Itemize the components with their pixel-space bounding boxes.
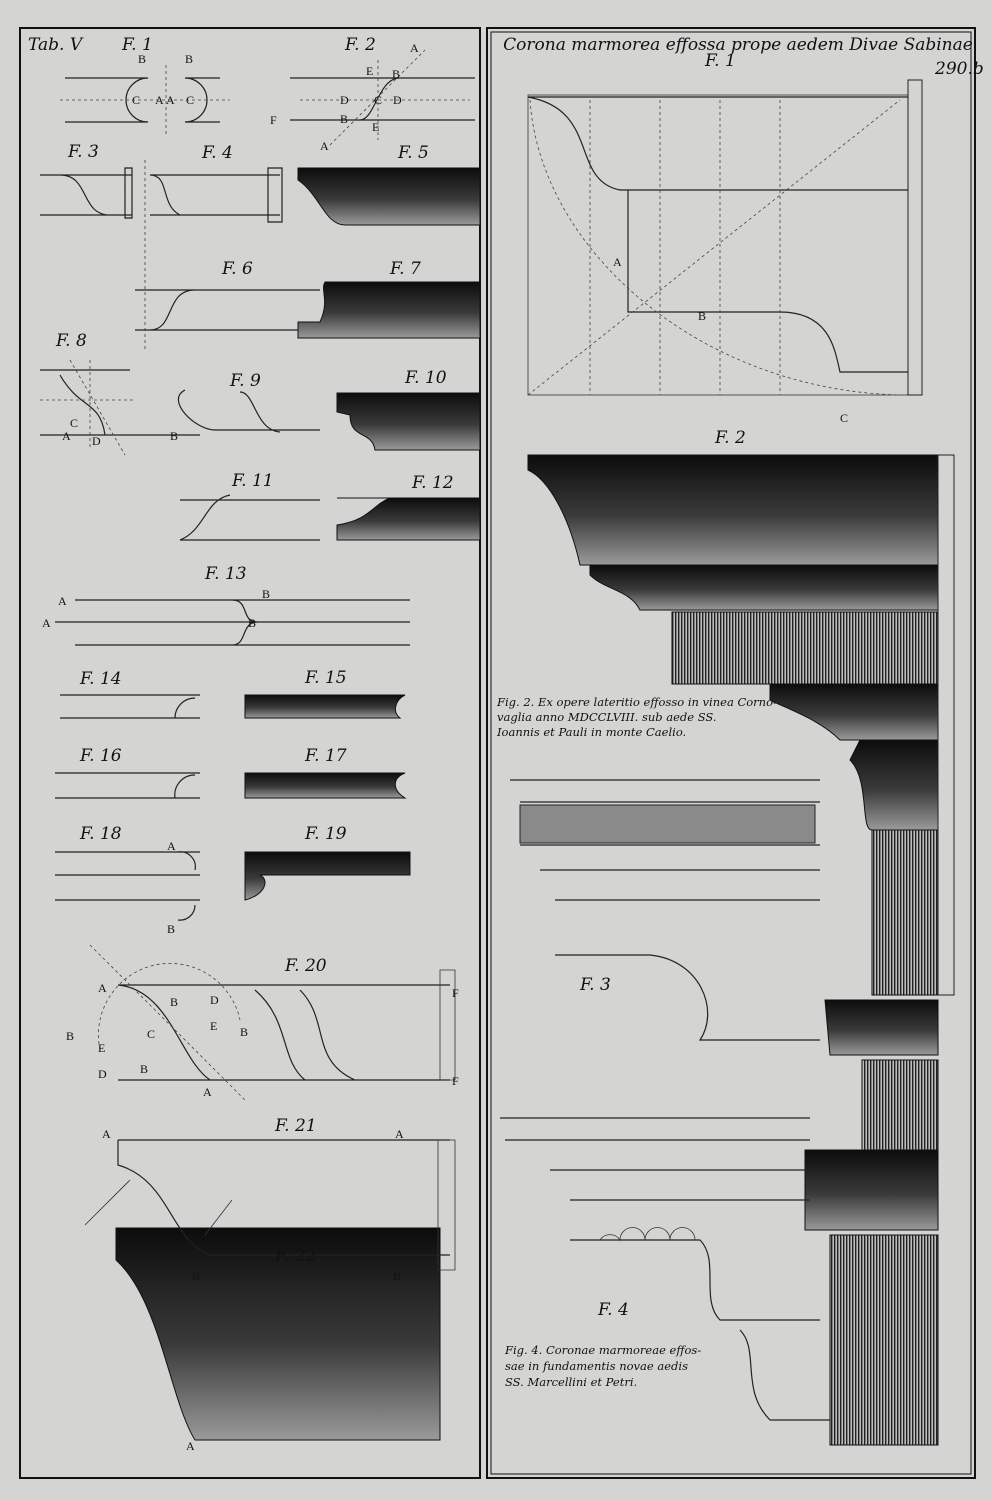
right-title: Corona marmorea effossa prope aedem Diva… [503,35,973,55]
right-figure-1 [527,79,923,396]
svg-text:E: E [366,64,373,78]
line-profiles [40,160,320,541]
svg-text:A: A [166,93,175,107]
svg-text:E: E [372,120,379,134]
svg-text:A: A [102,1127,111,1141]
shaded-moldings-left [115,167,481,1441]
svg-text:A: A [395,1127,404,1141]
svg-text:D: D [92,434,101,448]
svg-text:B: B [170,995,178,1009]
svg-text:F. 4: F. 4 [597,1300,629,1320]
svg-text:C: C [132,93,140,107]
svg-text:B: B [140,1062,148,1076]
svg-text:A: A [42,616,51,630]
svg-text:F: F [452,1074,459,1088]
svg-text:F. 11: F. 11 [231,471,274,491]
svg-text:F. 22: F. 22 [274,1246,317,1266]
svg-text:F. 6: F. 6 [221,259,253,279]
svg-text:sae in fundamentis novae aedis: sae in fundamentis novae aedis [505,1359,688,1373]
svg-text:F. 2: F. 2 [714,428,746,448]
svg-text:F: F [452,986,459,1000]
svg-text:Fig. 4. Coronae marmoreae effo: Fig. 4. Coronae marmoreae effos- [504,1343,701,1357]
left-figure-labels: F. 1 F. 2 F. 3 F. 4 F. 5 F. 6 F. 7 F. 8 … [55,35,454,1266]
svg-text:A: A [167,839,176,853]
caption-fig-4: Fig. 4. Coronae marmoreae effos- sae in … [504,1343,701,1389]
right-figure-4 [500,1117,830,1421]
svg-text:vaglia anno MDCCLVIII. sub aed: vaglia anno MDCCLVIII. sub aede SS. [497,710,717,724]
svg-text:SS. Marcellini et Petri.: SS. Marcellini et Petri. [505,1375,637,1389]
svg-text:B: B [138,52,146,66]
svg-text:F. 16: F. 16 [79,746,122,766]
svg-text:F. 2: F. 2 [344,35,376,55]
svg-text:B: B [262,587,270,601]
svg-text:C: C [840,411,848,425]
figure-1-2-diagrams [60,49,475,146]
svg-text:F. 3: F. 3 [579,975,611,995]
svg-text:D: D [393,93,402,107]
svg-text:C: C [147,1027,155,1041]
svg-text:F. 7: F. 7 [389,259,421,279]
svg-text:F. 12: F. 12 [411,473,454,493]
right-figure-labels: F. 1 F. 2 F. 3 F. 4 [579,51,746,1320]
svg-text:E: E [98,1041,105,1055]
svg-text:F. 21: F. 21 [274,1116,317,1136]
svg-text:F. 15: F. 15 [304,668,347,688]
svg-text:B: B [392,67,400,81]
svg-text:A: A [320,139,329,153]
svg-text:A: A [155,93,164,107]
svg-text:B: B [698,309,706,323]
svg-text:B: B [167,922,175,936]
left-panel-frame [19,27,481,1479]
svg-text:B: B [240,1025,248,1039]
right-figure-3 [510,779,939,1446]
svg-text:A: A [62,429,71,443]
svg-text:F. 9: F. 9 [229,371,261,391]
svg-text:A: A [58,594,67,608]
svg-text:F. 8: F. 8 [55,331,87,351]
page-number: 290.b [934,59,984,79]
svg-text:Ioannis et Pauli in monte Cael: Ioannis et Pauli in monte Caelio. [496,725,686,739]
svg-text:B: B [248,616,256,630]
svg-text:B: B [170,429,178,443]
svg-text:F: F [270,113,277,127]
svg-text:B: B [66,1029,74,1043]
svg-text:F. 20: F. 20 [284,956,327,976]
svg-text:F. 14: F. 14 [79,669,122,689]
svg-text:B: B [192,1269,200,1283]
svg-text:C: C [70,416,78,430]
svg-text:F. 17: F. 17 [304,746,347,766]
svg-text:F. 1: F. 1 [704,51,736,71]
svg-text:F. 10: F. 10 [404,368,447,388]
svg-text:A: A [410,41,419,55]
svg-text:F. 3: F. 3 [67,142,99,162]
svg-text:C: C [186,93,194,107]
svg-text:A: A [186,1439,195,1453]
svg-text:F. 4: F. 4 [201,143,233,163]
svg-text:B: B [340,112,348,126]
svg-text:D: D [210,993,219,1007]
svg-text:F. 19: F. 19 [304,824,347,844]
line-profiles-lower [55,599,456,1271]
svg-text:F. 5: F. 5 [397,143,429,163]
svg-text:F. 1: F. 1 [121,35,153,55]
construction-letters: B B C A A C A E B D C D B E F A C A D B … [42,41,848,1453]
svg-text:A: A [98,981,107,995]
svg-text:E: E [210,1019,217,1033]
svg-text:A: A [203,1085,212,1099]
svg-text:Fig. 2. Ex opere lateritio eff: Fig. 2. Ex opere lateritio effosso in vi… [496,695,777,709]
svg-text:A: A [613,255,622,269]
right-panel-frame [486,27,976,1479]
right-figure-2 [527,454,955,996]
svg-text:D: D [340,93,349,107]
svg-text:F. 13: F. 13 [204,564,247,584]
svg-text:B: B [393,1269,401,1283]
svg-text:C: C [374,93,382,107]
svg-text:B: B [185,52,193,66]
caption-fig-2: Fig. 2. Ex opere lateritio effosso in vi… [496,695,777,739]
svg-text:F. 18: F. 18 [79,824,122,844]
table-label: Tab. V [28,35,84,55]
svg-text:D: D [98,1067,107,1081]
